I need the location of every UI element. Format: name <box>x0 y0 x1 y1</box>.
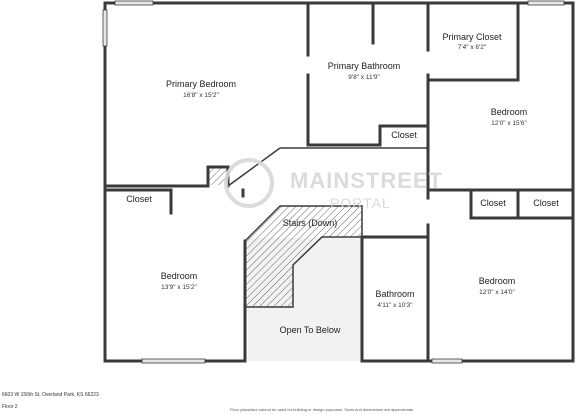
room-label-primary-bathroom: Primary Bathroom <box>328 61 401 71</box>
room-label-bathroom: Bathroom <box>375 289 414 299</box>
room-label-primary-bedroom: Primary Bedroom <box>166 79 236 89</box>
footer-disclaimer: Floor plans/tour cannot be used for buil… <box>230 407 415 412</box>
room-dim-primary-bathroom: 9'8" x 11'9" <box>348 74 380 81</box>
room-label-closet-se-2: Closet <box>533 198 559 208</box>
footer-floor: Floor 2 <box>2 404 18 410</box>
room-dim-bedroom-ne: 12'0" x 15'6" <box>491 120 527 127</box>
walls <box>103 1 575 363</box>
room-dim-bedroom-sw: 13'9" x 15'2" <box>161 284 197 291</box>
room-label-open-to-below: Open To Below <box>280 325 341 335</box>
window <box>141 358 206 364</box>
stair-landing-hatch <box>208 167 228 185</box>
room-label-bedroom-sw: Bedroom <box>161 271 198 281</box>
room-label-primary-closet: Primary Closet <box>442 32 502 42</box>
window <box>431 358 463 364</box>
room-dim-bedroom-se: 12'0" x 14'0" <box>479 289 515 296</box>
room-dim-primary-closet: 7'4" x 6'2" <box>458 44 487 51</box>
footer-address: 6603 W 156th St, Overland Park, KS 66223 <box>2 392 99 398</box>
room-label-closet-se-1: Closet <box>480 198 506 208</box>
room-dim-primary-bedroom: 16'8" x 15'2" <box>183 92 219 99</box>
hall-angled-wall <box>227 147 281 187</box>
watermark-line1: MAINSTREET <box>290 168 443 193</box>
window <box>114 0 154 6</box>
window <box>527 0 565 6</box>
room-dim-bathroom: 4'11" x 10'3" <box>377 302 413 309</box>
room-label-closet-w: Closet <box>126 194 152 204</box>
room-label-bedroom-se: Bedroom <box>479 276 516 286</box>
watermark: MAINSTREET PORTAL <box>224 158 443 211</box>
watermark-line2: PORTAL <box>330 195 391 211</box>
window <box>102 9 108 47</box>
room-label-bedroom-ne: Bedroom <box>491 107 528 117</box>
room-labels: Primary Bedroom 16'8" x 15'2" Primary Ba… <box>126 32 559 335</box>
room-label-closet-mid: Closet <box>391 130 417 140</box>
watermark-logo <box>224 158 274 208</box>
stairs-hatch <box>244 205 363 308</box>
room-label-stairs: Stairs (Down) <box>283 218 338 228</box>
windows <box>102 0 565 364</box>
